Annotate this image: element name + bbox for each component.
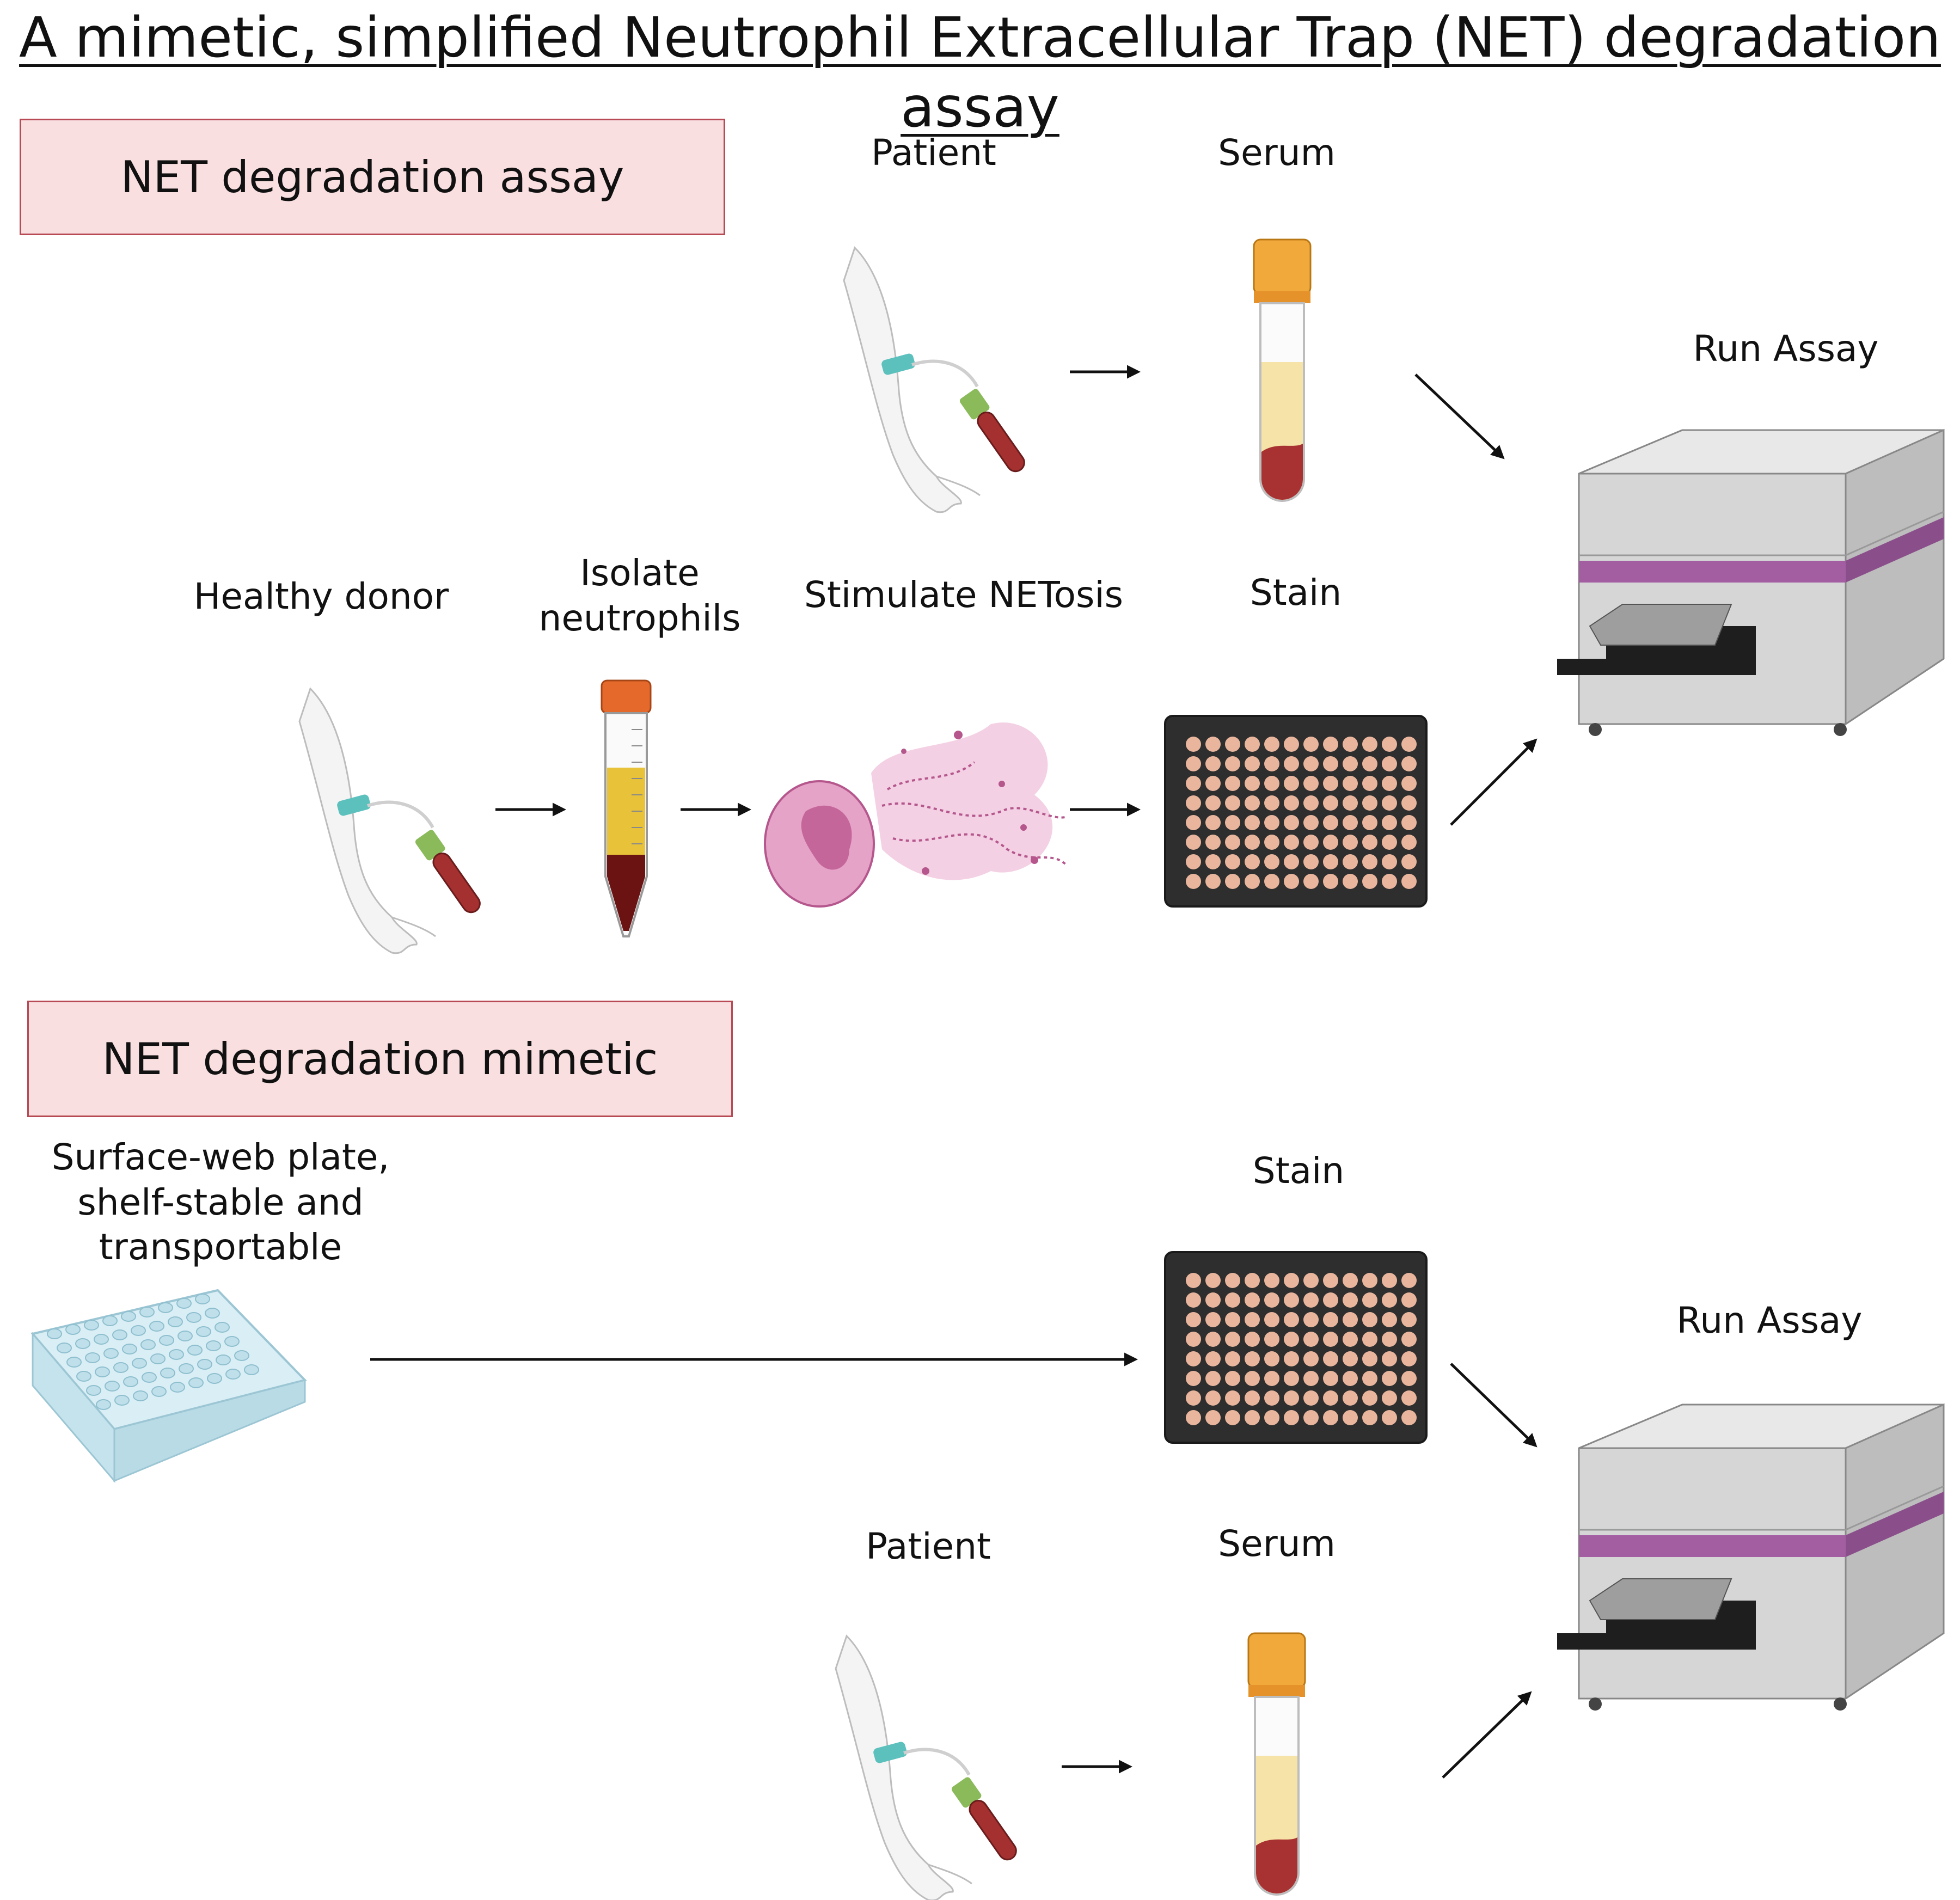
- clear-plate-well: [112, 1329, 127, 1340]
- clear-plate-well: [158, 1302, 173, 1313]
- clear-plate-well: [179, 1363, 194, 1374]
- clear-plate-well: [234, 1350, 249, 1361]
- arrow-icon: [1414, 373, 1505, 459]
- clear-plate-well: [132, 1358, 147, 1369]
- clear-plate-well: [66, 1357, 82, 1368]
- plate-reader-icon: [1556, 429, 1945, 737]
- clear-plate-icon: [30, 1289, 307, 1484]
- clear-plate-well: [195, 1294, 210, 1304]
- healthy-donor-label: Healthy donor: [193, 575, 449, 617]
- clear-plate-well: [139, 1307, 155, 1317]
- mimetic-stain-label: Stain: [1252, 1150, 1345, 1192]
- clear-plate-well: [188, 1377, 204, 1388]
- clear-plate-well: [177, 1331, 193, 1341]
- arrow-icon: [1450, 1363, 1538, 1448]
- clear-plate-well: [131, 1325, 146, 1336]
- clear-plate-well: [57, 1343, 72, 1353]
- clear-plate-well: [140, 1339, 156, 1350]
- clear-plate-well: [142, 1372, 157, 1383]
- clear-plate-well: [84, 1320, 99, 1331]
- clear-plate-well: [86, 1385, 101, 1396]
- clear-plate-well: [176, 1298, 192, 1309]
- stimulate-netosis-label: Stimulate NETosis: [804, 574, 1124, 616]
- clear-plate-well: [133, 1390, 148, 1401]
- assay-well-plate-icon: [1164, 715, 1428, 908]
- clear-plate-well: [102, 1315, 118, 1326]
- mimetic-plate-reader-icon: [1556, 1403, 1945, 1712]
- clear-plate-well: [206, 1340, 221, 1351]
- mimetic-run-assay-label: Run Assay: [1676, 1300, 1863, 1341]
- clear-plate-well: [168, 1316, 183, 1327]
- clear-plate-well: [216, 1354, 231, 1365]
- arrow-icon: [1442, 1691, 1532, 1779]
- clear-plate-well: [244, 1364, 259, 1375]
- assay-section-header: NET degradation assay: [20, 119, 725, 235]
- arrow-icon: [1450, 738, 1538, 826]
- clear-plate-well: [95, 1366, 110, 1377]
- clear-plate-well: [123, 1376, 138, 1387]
- clear-plate-well: [205, 1308, 220, 1319]
- mimetic-serum-label: Serum: [1218, 1523, 1336, 1565]
- clear-plate-well: [149, 1321, 164, 1332]
- clear-plate-well: [160, 1368, 175, 1378]
- clear-plate-well: [122, 1344, 137, 1354]
- clear-plate-well: [187, 1345, 203, 1356]
- clear-plate-well: [151, 1386, 167, 1397]
- assay-serum-label: Serum: [1218, 132, 1336, 174]
- isolate-neutrophils-label: Isolate neutrophils: [538, 552, 741, 639]
- mimetic-patient-arm-icon: [836, 1636, 1021, 1900]
- clear-plate-well: [197, 1359, 212, 1370]
- clear-plate-well: [114, 1395, 130, 1406]
- mimetic-serum-tube-icon: [1247, 1632, 1306, 1896]
- clear-plate-well: [169, 1349, 184, 1360]
- clear-plate-well: [85, 1352, 100, 1363]
- clear-plate-well: [225, 1369, 241, 1380]
- mimetic-patient-label: Patient: [866, 1525, 991, 1567]
- clear-plate-well: [65, 1324, 81, 1335]
- assay-stain-label: Stain: [1250, 572, 1342, 614]
- surface-web-plate-label: Surface-web plate, shelf-stable and tran…: [51, 1136, 390, 1268]
- clear-plate-well: [103, 1348, 119, 1359]
- serum-tube-icon: [1253, 238, 1312, 502]
- mimetic-section-header: NET degradation mimetic: [27, 1001, 733, 1117]
- donor-arm-icon: [299, 689, 485, 953]
- neutrophil-net-icon: [764, 722, 1068, 908]
- clear-plate-well: [105, 1381, 120, 1392]
- clear-plate-well: [215, 1322, 230, 1333]
- clear-plate-well: [224, 1336, 240, 1347]
- clear-plate-well: [96, 1399, 111, 1410]
- patient-arm-icon: [844, 248, 1030, 512]
- clear-plate-well: [113, 1362, 128, 1373]
- clear-plate-well: [186, 1312, 201, 1323]
- clear-plate-well: [121, 1311, 136, 1322]
- clear-plate-well: [170, 1382, 185, 1393]
- assay-patient-label: Patient: [871, 132, 996, 174]
- mimetic-well-plate-icon: [1164, 1251, 1428, 1444]
- clear-plate-well: [75, 1338, 90, 1349]
- clear-plate-well: [159, 1335, 174, 1346]
- clear-plate-well: [47, 1328, 62, 1339]
- falcon-tube-icon: [601, 679, 652, 937]
- clear-plate-well: [196, 1326, 211, 1337]
- assay-run-assay-label: Run Assay: [1693, 328, 1879, 370]
- page-title: A mimetic, simplified Neutrophil Extrace…: [19, 5, 1941, 140]
- clear-plate-well: [76, 1371, 91, 1382]
- clear-plate-well: [94, 1334, 109, 1345]
- clear-plate-well: [207, 1373, 222, 1384]
- clear-plate-well: [150, 1353, 166, 1364]
